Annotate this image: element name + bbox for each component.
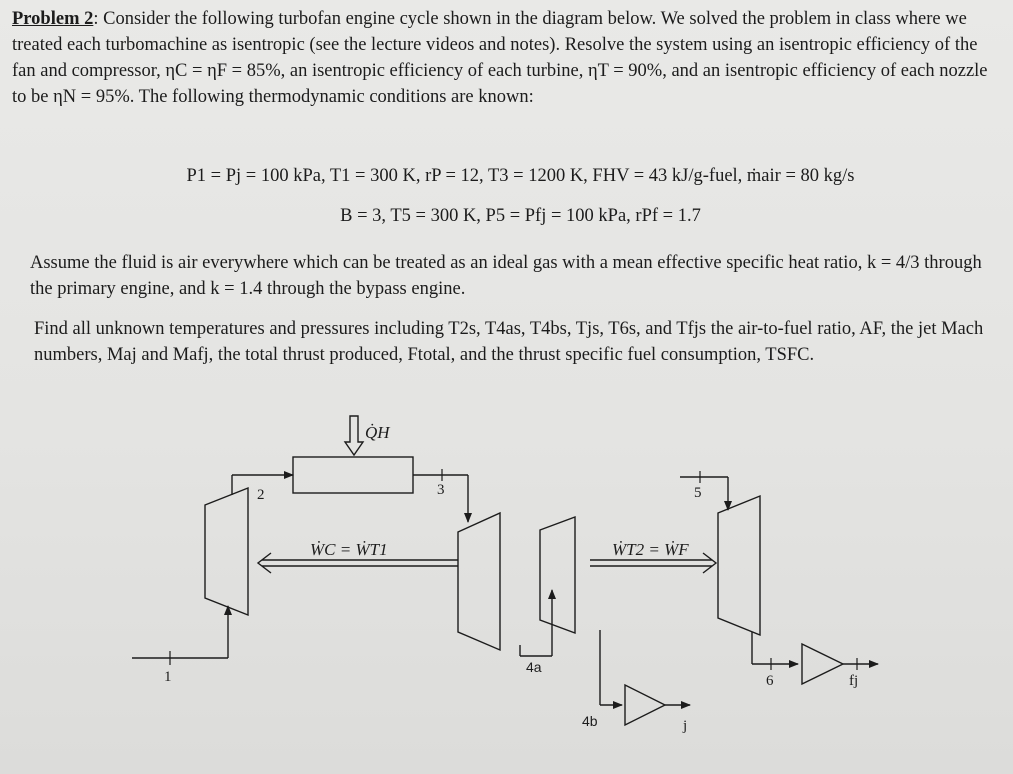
state-4b-label: 4b bbox=[582, 713, 598, 729]
known-conditions-line-2: B = 3, T5 = 300 K, P5 = Pfj = 100 kPa, r… bbox=[340, 206, 701, 226]
compressor bbox=[204, 486, 249, 617]
problem-statement: Problem 2: Consider the following turbof… bbox=[12, 6, 1002, 110]
fan-work-label: ẆT2 = ẆF bbox=[612, 540, 689, 559]
problem-label: Problem 2 bbox=[12, 9, 94, 29]
state-5-label: 5 bbox=[694, 485, 702, 501]
turbofan-cycle-diagram: Q̇H ẆC = ẆT1 ẆT2 = ẆF 1 2 3 4a 4b j 5 6 … bbox=[132, 415, 879, 734]
state-6-label: 6 bbox=[766, 673, 774, 689]
turbine-2 bbox=[539, 515, 576, 635]
core-work-label: ẆC = ẆT1 bbox=[310, 540, 388, 559]
primary-nozzle bbox=[624, 683, 667, 727]
state-4a-label: 4a bbox=[526, 659, 542, 675]
heat-input-arrow bbox=[343, 415, 365, 457]
fan bbox=[717, 494, 761, 637]
assumption-paragraph: Assume the fluid is air everywhere which… bbox=[30, 253, 982, 299]
task-paragraph: Find all unknown temperatures and pressu… bbox=[34, 319, 984, 365]
state-j-label: j bbox=[682, 718, 687, 734]
state-fj-label: fj bbox=[849, 673, 858, 689]
state-1-label: 1 bbox=[164, 669, 172, 685]
heat-input-label: Q̇H bbox=[365, 423, 391, 442]
known-conditions-line-1: P1 = Pj = 100 kPa, T1 = 300 K, rP = 12, … bbox=[186, 166, 855, 186]
problem-intro: : Consider the following turbofan engine… bbox=[12, 9, 988, 107]
state-2-label: 2 bbox=[257, 487, 265, 503]
fan-nozzle bbox=[801, 642, 845, 686]
core-shaft bbox=[256, 552, 458, 574]
state-3-label: 3 bbox=[437, 482, 445, 498]
fan-shaft bbox=[590, 552, 718, 574]
combustor bbox=[292, 456, 414, 494]
turbine-1 bbox=[457, 511, 501, 652]
